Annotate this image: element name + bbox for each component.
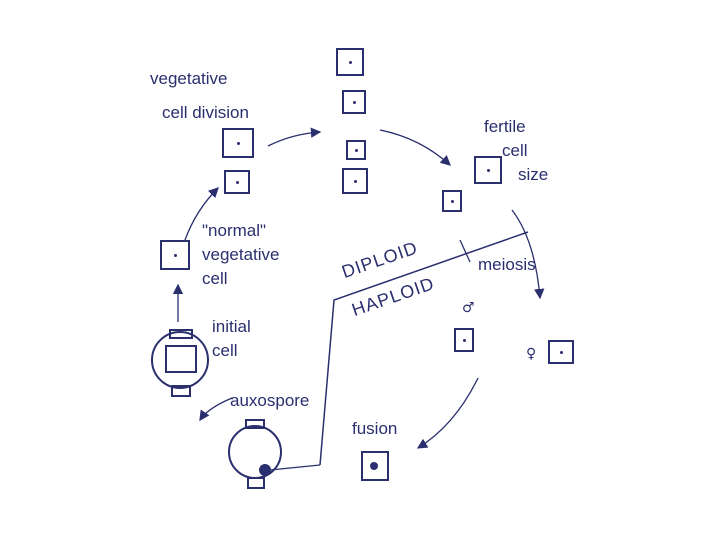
label-fusion: fusion	[352, 420, 397, 437]
division-cell-2	[224, 170, 250, 194]
label-auxospore: auxospore	[230, 392, 309, 409]
meiosis-tick	[460, 240, 470, 262]
label-cell-2: cell	[202, 270, 228, 287]
arrow-division-to-stack	[268, 132, 320, 146]
auxospore-drawing	[229, 420, 281, 488]
initial-cell-drawing	[152, 330, 208, 396]
normal-vegetative-cell	[160, 240, 190, 270]
label-size: size	[518, 166, 548, 183]
label-fertile: fertile	[484, 118, 526, 135]
label-meiosis: meiosis	[478, 256, 536, 273]
fertile-cell-large	[474, 156, 502, 184]
label-cell: cell	[502, 142, 528, 159]
label-vegetative-2: vegetative	[202, 246, 280, 263]
label-cell-division: cell division	[162, 104, 249, 121]
female-gamete-cell	[548, 340, 574, 364]
division-cell-1	[222, 128, 254, 158]
arrow-stack-to-fertile	[380, 130, 450, 165]
female-symbol: ♀	[526, 346, 536, 362]
male-symbol: ♂	[462, 300, 475, 316]
arrow-to-meiosis	[512, 210, 540, 298]
fusion-cell-drawing	[362, 452, 388, 480]
arrow-auxospore-to-initial	[200, 398, 232, 420]
stack-cell-1	[336, 48, 364, 76]
label-vegetative: vegetative	[150, 70, 228, 87]
stack-cell-4	[342, 168, 368, 194]
label-normal: "normal"	[202, 222, 266, 239]
fertile-cell-small	[442, 190, 462, 212]
male-gamete-cell	[454, 328, 474, 352]
label-initial: initial	[212, 318, 251, 335]
label-cell-3: cell	[212, 342, 238, 359]
stack-cell-3	[346, 140, 366, 160]
arrow-gametes-to-fusion	[418, 378, 478, 448]
stack-cell-2	[342, 90, 366, 114]
